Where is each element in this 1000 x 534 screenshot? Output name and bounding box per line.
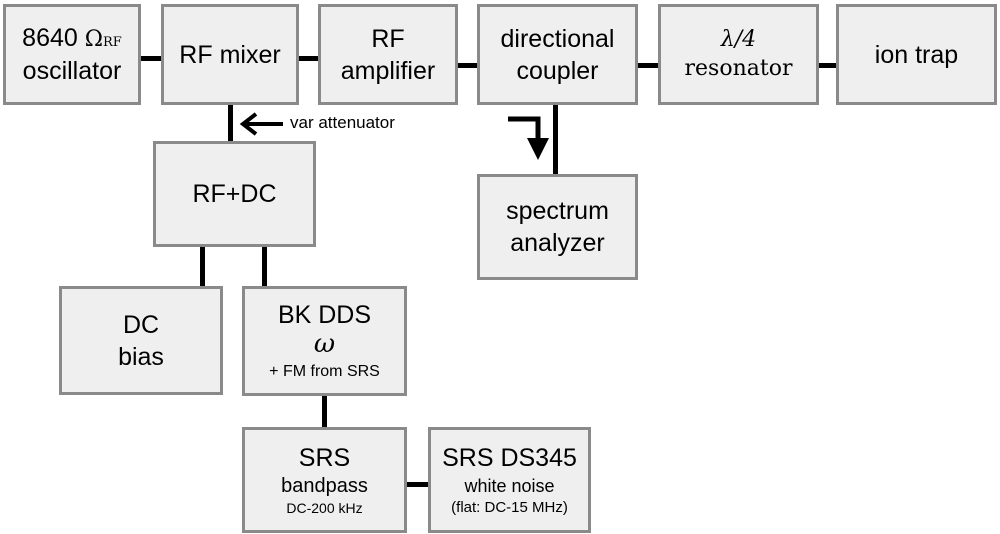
resonator-block: λ/4 resonator [658,4,819,105]
dcbias-block: DC bias [59,286,223,395]
omega-subscript: RF [103,35,122,51]
dcbias-line2: bias [118,342,164,371]
oscillator-num: 8640 [22,24,78,53]
coupler-line1: directional [500,24,615,53]
dcbias-line1: DC [122,310,160,339]
mixer-block: RF mixer [161,4,299,105]
srs-ds345-line2: white noise [464,475,555,496]
wire-coupler-spectrum [553,103,558,176]
var-attenuator-arrow-icon [239,112,283,136]
amplifier-line2: amplifier [340,56,436,85]
srs-bandpass-line3: DC-200 kHz [286,500,363,517]
wire-mixer-amplifier [297,56,320,61]
wire-mixer-rfdc [228,103,233,143]
wire-rfdc-bkdds [262,245,267,288]
rfdc-block: RF+DC [153,141,316,247]
mixer-label: RF mixer [179,40,281,69]
bkdds-omega-symbol: ω [313,329,336,360]
spectrum-line1: spectrum [506,197,609,225]
srs-bandpass-line1: SRS [298,443,351,472]
wire-coupler-resonator [636,63,660,68]
coupler-sample-arrow-icon [508,116,541,143]
omega-symbol: Ω [84,27,103,53]
iontrap-block: ion trap [836,4,997,105]
coupler-block: directional coupler [477,4,638,105]
amplifier-line1: RF [371,24,405,53]
amplifier-block: RF amplifier [318,4,458,105]
iontrap-label: ion trap [874,40,959,69]
coupler-sample-arrowhead-icon [527,138,549,160]
wire-srsbandpass-ds345 [405,482,430,487]
wire-bkdds-srsbandpass [322,394,327,428]
srs-bandpass-block: SRS bandpass DC-200 kHz [242,427,407,533]
bkdds-block: BK DDS ω + FM from SRS [242,286,407,396]
bkdds-line3: + FM from SRS [269,363,380,381]
srs-ds345-line3: (flat: DC-15 MHz) [451,499,568,517]
resonator-line1: λ/4 [720,27,757,53]
oscillator-block: 8640 ΩRF oscillator [3,4,141,105]
resonator-line2: resonator [684,55,793,81]
wire-resonator-iontrap [817,63,838,68]
srs-ds345-line1: SRS DS345 [442,443,577,472]
wire-oscillator-mixer [139,56,163,61]
oscillator-line2: oscillator [22,56,122,85]
wire-amplifier-coupler [456,63,479,68]
bkdds-line1: BK DDS [277,301,372,330]
coupler-line2: coupler [516,56,599,85]
wire-rfdc-dcbias [200,245,205,288]
spectrum-block: spectrum analyzer [477,174,638,280]
srs-ds345-block: SRS DS345 white noise (flat: DC-15 MHz) [428,427,591,533]
srs-bandpass-line2: bandpass [281,474,368,497]
oscillator-title-line: 8640 ΩRF [22,22,122,54]
var-attenuator-label: var attenuator [290,113,395,132]
rfdc-label: RF+DC [192,180,277,208]
spectrum-line2: analyzer [510,229,605,257]
